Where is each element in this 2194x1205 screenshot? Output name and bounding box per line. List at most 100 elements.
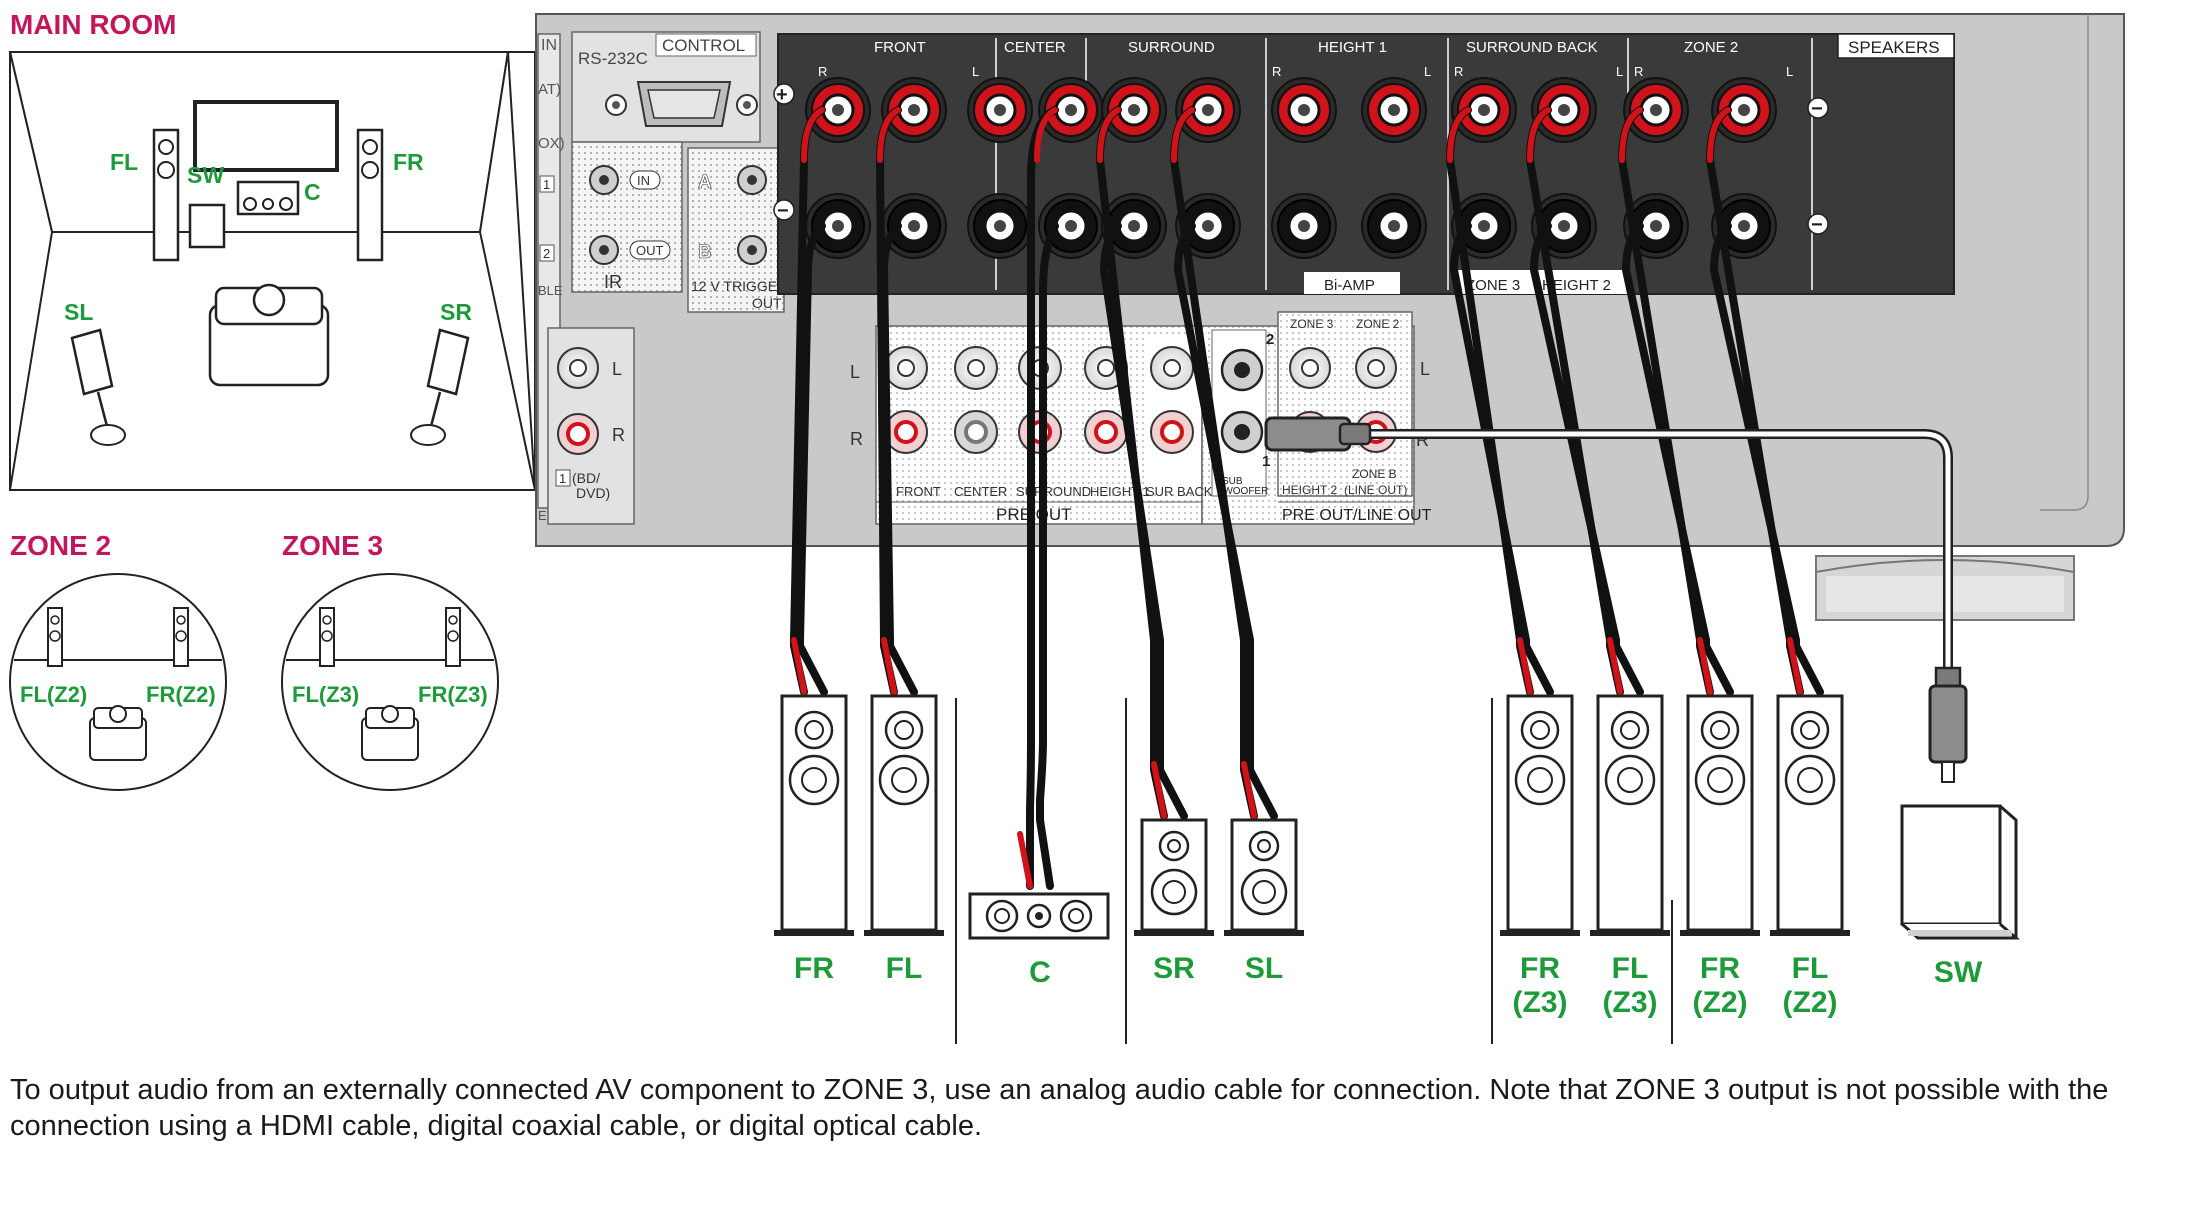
room-label-fl: FL	[110, 149, 138, 175]
binding-post-negative-2	[881, 193, 947, 259]
main-room-diagram: MAIN ROOM	[8, 9, 536, 491]
binding-post-negative-3	[967, 193, 1033, 259]
binding-post-positive-9	[1451, 77, 1517, 143]
plus-marker-left: +	[776, 84, 788, 106]
binding-post-positive-6	[1175, 77, 1241, 143]
caption-text: To output audio from an externally conne…	[10, 1074, 2109, 1142]
speaker-label-sw: SW	[1934, 956, 1983, 989]
binding-post-positive-3	[967, 77, 1033, 143]
pre-out-line-out-title: PRE OUT/LINE OUT	[1282, 507, 1432, 524]
room-label-fr: FR	[393, 149, 424, 175]
line-out-height2-label: HEIGHT 2	[1282, 483, 1337, 497]
room-label-c: C	[304, 179, 321, 205]
front-r-label: R	[818, 64, 827, 79]
surround-back-l-label: L	[1616, 64, 1623, 79]
speaker-label-fl: FL	[886, 952, 923, 985]
trigger-b-label: B	[698, 242, 712, 263]
subwoofer-label-line1: SUB	[1222, 476, 1243, 487]
analog-in-r-label: R	[612, 425, 625, 445]
binding-post-positive-7	[1271, 77, 1337, 143]
pre-out-left-jack-2	[954, 346, 998, 390]
line-out-zone-b-label: ZONE B	[1352, 467, 1397, 481]
zone2-l-label: L	[1786, 64, 1793, 79]
analog-in-l-label: L	[612, 359, 622, 379]
speaker-cable-3	[1017, 106, 1059, 890]
pre-out-r-label: R	[850, 429, 863, 449]
binding-post-positive-4	[1038, 77, 1104, 143]
speaker-cable-6	[1446, 106, 1554, 696]
pre-out-right-jack-2	[954, 410, 998, 454]
bookshelf-speaker-cabinet-1	[1134, 818, 1214, 936]
surround-back-r-label: R	[1454, 64, 1463, 79]
binding-post-negative-12	[1711, 193, 1777, 259]
speaker-label-c: C	[1029, 956, 1051, 989]
speaker-label-sl: SL	[1245, 952, 1283, 985]
binding-post-negative-11	[1623, 193, 1689, 259]
binding-post-negative-4	[1038, 193, 1104, 259]
room-surround-right-speaker-icon	[410, 328, 470, 446]
room-front-left-speaker-icon	[152, 128, 180, 262]
binding-post-positive-2	[881, 77, 947, 143]
zone3-label-fl: FL(Z3)	[292, 682, 359, 707]
pre-out-sur-back-label: SUR BACK	[1146, 484, 1213, 499]
tower-speaker-cabinet-1	[774, 694, 854, 936]
minus-marker-right-bottom: −	[1811, 214, 1823, 236]
tower-speaker-cabinet-4	[1590, 694, 1670, 936]
speaker-label-fl-z3-zone: (Z3)	[1603, 986, 1658, 1019]
speaker-label-fl-z2-zone: (Z2)	[1783, 986, 1838, 1019]
binding-post-negative-10	[1531, 193, 1597, 259]
room-front-right-speaker-icon	[356, 128, 384, 262]
room-label-sl: SL	[64, 299, 93, 325]
speaker-label-fr-z3: FR	[1520, 952, 1560, 985]
zone3-terminal-label: ZONE 3	[1466, 277, 1520, 294]
zone3-heading: ZONE 3	[282, 530, 383, 561]
tower-speaker-cabinet-2	[864, 694, 944, 936]
left-edge-in-label: IN	[541, 37, 557, 54]
speaker-cable-7	[1526, 106, 1644, 696]
zone3-label-fr: FR(Z3)	[418, 682, 488, 707]
analog-input-section: L R 1 (BD/ DVD)	[547, 327, 635, 525]
binding-post-positive-5	[1101, 77, 1167, 143]
dvd-input-label: DVD)	[576, 485, 610, 501]
zone3-diagram: ZONE 3 FL(Z3) FR(Z3)	[281, 530, 499, 791]
room-listener-seat-icon	[208, 283, 330, 387]
pre-out-right-jack-4	[1084, 410, 1128, 454]
tower-speaker-cabinet-5	[1680, 694, 1760, 936]
binding-post-negative-5	[1101, 193, 1167, 259]
rs232c-label: RS-232C	[578, 49, 648, 68]
trigger-12v-label: 12 V TRIGGER	[691, 278, 787, 294]
speakers-title: SPEAKERS	[1848, 38, 1940, 57]
minus-marker-left: −	[777, 200, 789, 222]
room-subwoofer-icon	[188, 203, 226, 249]
binding-post-negative-1	[805, 193, 871, 259]
binding-post-positive-12	[1711, 77, 1777, 143]
pre-out-left-jack-5	[1150, 346, 1194, 390]
main-room-heading: MAIN ROOM	[10, 9, 176, 40]
speaker-cable-8	[1618, 106, 1734, 696]
speaker-cable-5	[1170, 106, 1278, 820]
speaker-label-fr-z3-zone: (Z3)	[1513, 986, 1568, 1019]
speaker-binding-posts	[805, 77, 1777, 259]
speaker-cabinets	[774, 694, 1850, 936]
pre-out-right-jack-5	[1150, 410, 1194, 454]
group-label-center: CENTER	[1004, 39, 1066, 56]
speaker-cable-2	[876, 106, 918, 696]
subwoofer-cabinet-icon	[1900, 804, 2020, 940]
speaker-label-sr: SR	[1153, 952, 1195, 985]
pre-out-front-label: FRONT	[896, 484, 941, 499]
pre-out-l-label: L	[850, 362, 860, 382]
trigger-a-label: A	[698, 172, 712, 193]
zone2-r-label: R	[1634, 64, 1643, 79]
speaker-label-fr-z2-zone: (Z2)	[1693, 986, 1748, 1019]
ir-label: IR	[604, 272, 622, 292]
speaker-label-fr-z2: FR	[1700, 952, 1740, 985]
line-out-line-out-label: (LINE OUT)	[1344, 483, 1407, 497]
binding-post-positive-1	[805, 77, 871, 143]
pre-out-right-jack-1	[884, 410, 928, 454]
pre-out-left-jack-1	[884, 346, 928, 390]
group-label-surround-back: SURROUND BACK	[1466, 39, 1598, 56]
height1-l-label: L	[1424, 64, 1431, 79]
group-label-height1: HEIGHT 1	[1318, 39, 1387, 56]
speaker-terminal-block: SPEAKERS FRONT CENTER SURROUND HEIGHT 1 …	[773, 33, 1955, 295]
